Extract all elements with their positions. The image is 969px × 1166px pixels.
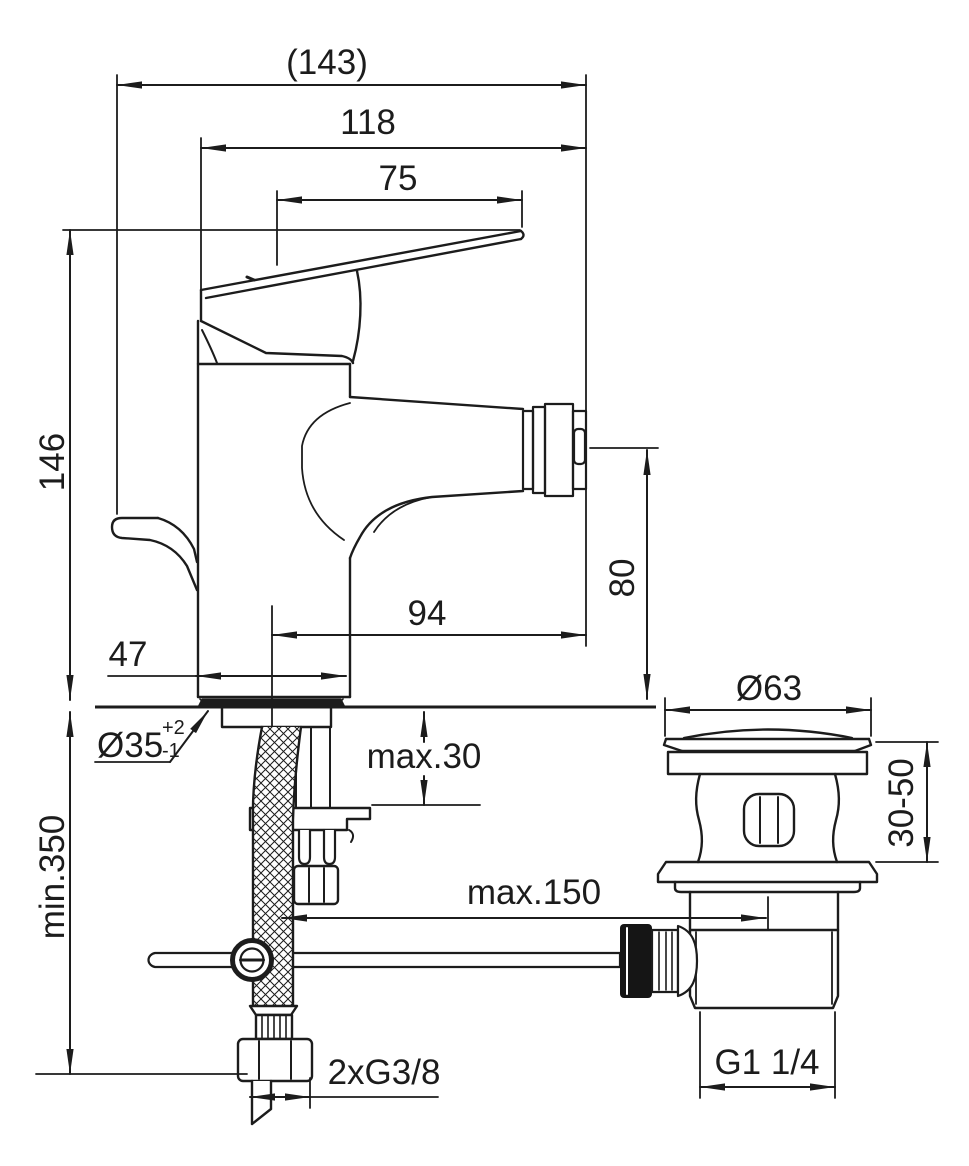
aerator xyxy=(521,402,588,498)
dim-total-depth-label: (143) xyxy=(286,43,368,82)
dimension-lines xyxy=(35,74,939,1109)
pull-rod xyxy=(147,951,622,969)
popup-waste xyxy=(620,728,879,1010)
supply-hose xyxy=(236,725,314,1126)
spout xyxy=(301,395,525,560)
waste-plug-dome xyxy=(682,728,854,740)
dim-hole-tol-plus-label: +2 xyxy=(162,717,185,739)
waste-body xyxy=(694,772,841,864)
dim-outlet-80-label: 80 xyxy=(603,559,642,598)
dim-hole-dia-label: Ø35 xyxy=(97,726,163,765)
dim-max-30-label: max.30 xyxy=(367,737,482,776)
dim-min-350-label: min.350 xyxy=(33,815,72,940)
cartridge-cap xyxy=(199,319,355,365)
waste-plug-disc xyxy=(662,737,873,753)
pull-rod-knob xyxy=(230,938,274,982)
dim-depth-118-label: 118 xyxy=(340,103,396,142)
waste-top-flange xyxy=(666,750,869,776)
dim-body-47-label: 47 xyxy=(109,635,148,674)
dim-clamp-range-label: 30-50 xyxy=(882,758,921,848)
lever-hook xyxy=(110,516,199,592)
dim-hole-tol-minus-label: -1 xyxy=(162,740,180,762)
waste-bottom-flange xyxy=(656,860,879,894)
mounting-studs xyxy=(295,726,331,808)
dim-plug-dia-label: Ø63 xyxy=(736,669,802,708)
supply-nut xyxy=(236,1037,314,1083)
dimension-labels: (143) 118 75 146 min.350 47 94 80 max.30… xyxy=(33,43,921,1092)
dim-supply-label: 2xG3/8 xyxy=(328,1053,441,1092)
dim-thread-label: G1 1/4 xyxy=(714,1043,819,1082)
dim-lever-75-label: 75 xyxy=(379,159,418,198)
under-deck-assembly xyxy=(147,706,622,1126)
mixer-body xyxy=(196,319,352,708)
dim-height-146-label: 146 xyxy=(33,433,72,491)
overflow-window xyxy=(742,792,796,848)
rod-linkage-joint xyxy=(620,924,699,998)
waste-tailpiece xyxy=(688,890,840,1010)
dim-max-150-label: max.150 xyxy=(467,873,601,912)
retention-flange xyxy=(220,706,333,729)
lever-handle xyxy=(199,229,525,363)
dim-spout-94-label: 94 xyxy=(408,594,447,633)
